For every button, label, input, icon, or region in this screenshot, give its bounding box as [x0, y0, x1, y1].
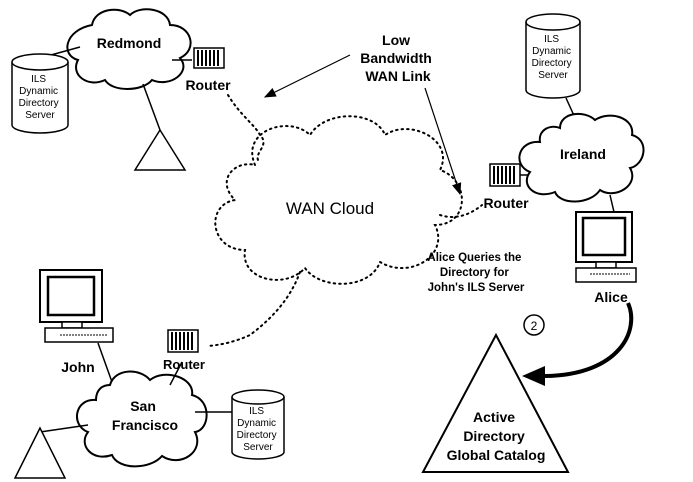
- redmond-cloud: [66, 8, 192, 90]
- sanfrancisco-server-label: ILS Dynamic Directory Server: [237, 406, 280, 453]
- wan-links: [207, 94, 483, 347]
- query-arrow: [522, 302, 634, 386]
- svg-text:Active Directory G: Active Directory Global Catalog: [447, 409, 546, 463]
- john-label: John: [61, 359, 94, 375]
- wan-link-sanfrancisco: [207, 271, 301, 347]
- redmond-ils-server-icon: [11, 53, 69, 134]
- john-computer-icon: [39, 269, 114, 343]
- sanfrancisco-cloud: [76, 370, 208, 468]
- wan-cloud: WAN Cloud: [214, 115, 463, 285]
- redmond-router-label: Router: [185, 77, 231, 93]
- site-san-francisco: John San Francisco Router ILS Dynamic: [13, 269, 285, 479]
- ireland-router-label: Router: [483, 195, 529, 211]
- sanfrancisco-user-triangle: [13, 426, 67, 479]
- wan-cloud-label: WAN Cloud: [286, 199, 374, 218]
- wan-link-redmond: [227, 94, 265, 161]
- redmond-router-icon: [193, 47, 225, 69]
- redmond-server-label: ILS Dynamic Directory Server: [19, 74, 62, 121]
- annotation-low-bandwidth: Low Bandwidth WAN Link: [263, 32, 462, 196]
- arrow-to-ireland-link: [424, 87, 462, 196]
- active-directory-global-catalog: Active Directory Global Catalog: [421, 332, 570, 473]
- ireland-server-label: ILS Dynamic Directory Server: [532, 34, 575, 81]
- ireland-router-icon: [489, 163, 521, 187]
- step-badge: 2: [523, 314, 545, 336]
- alice-computer-icon: [575, 211, 637, 283]
- sanfrancisco-ils-server-icon: [231, 389, 285, 460]
- alice-label: Alice: [594, 289, 628, 305]
- redmond-cloud-label: Redmond: [97, 35, 162, 51]
- sanfrancisco-router-label: Router: [163, 357, 205, 372]
- sanfrancisco-cloud-label: San Francisco: [112, 398, 178, 433]
- ireland-ils-server-icon: [525, 13, 581, 99]
- ireland-cloud-label: Ireland: [560, 146, 606, 162]
- svg-text:Low Bandwidth WAN: Low Bandwidth WAN Link: [360, 32, 435, 84]
- svg-text:2: 2: [531, 319, 538, 333]
- arrow-to-redmond-link: [263, 54, 351, 98]
- site-ireland: ILS Dynamic Directory Server Ireland Rou…: [483, 13, 645, 305]
- redmond-user-triangle: [133, 128, 187, 171]
- sanfrancisco-router-icon: [167, 329, 199, 353]
- ireland-cloud: [518, 112, 645, 203]
- annotation-query: Alice Queries the Directory for John's I…: [427, 252, 524, 294]
- wan-link-ireland: [439, 204, 483, 218]
- site-redmond: Redmond Router ILS Dynamic Directory Ser…: [11, 8, 231, 171]
